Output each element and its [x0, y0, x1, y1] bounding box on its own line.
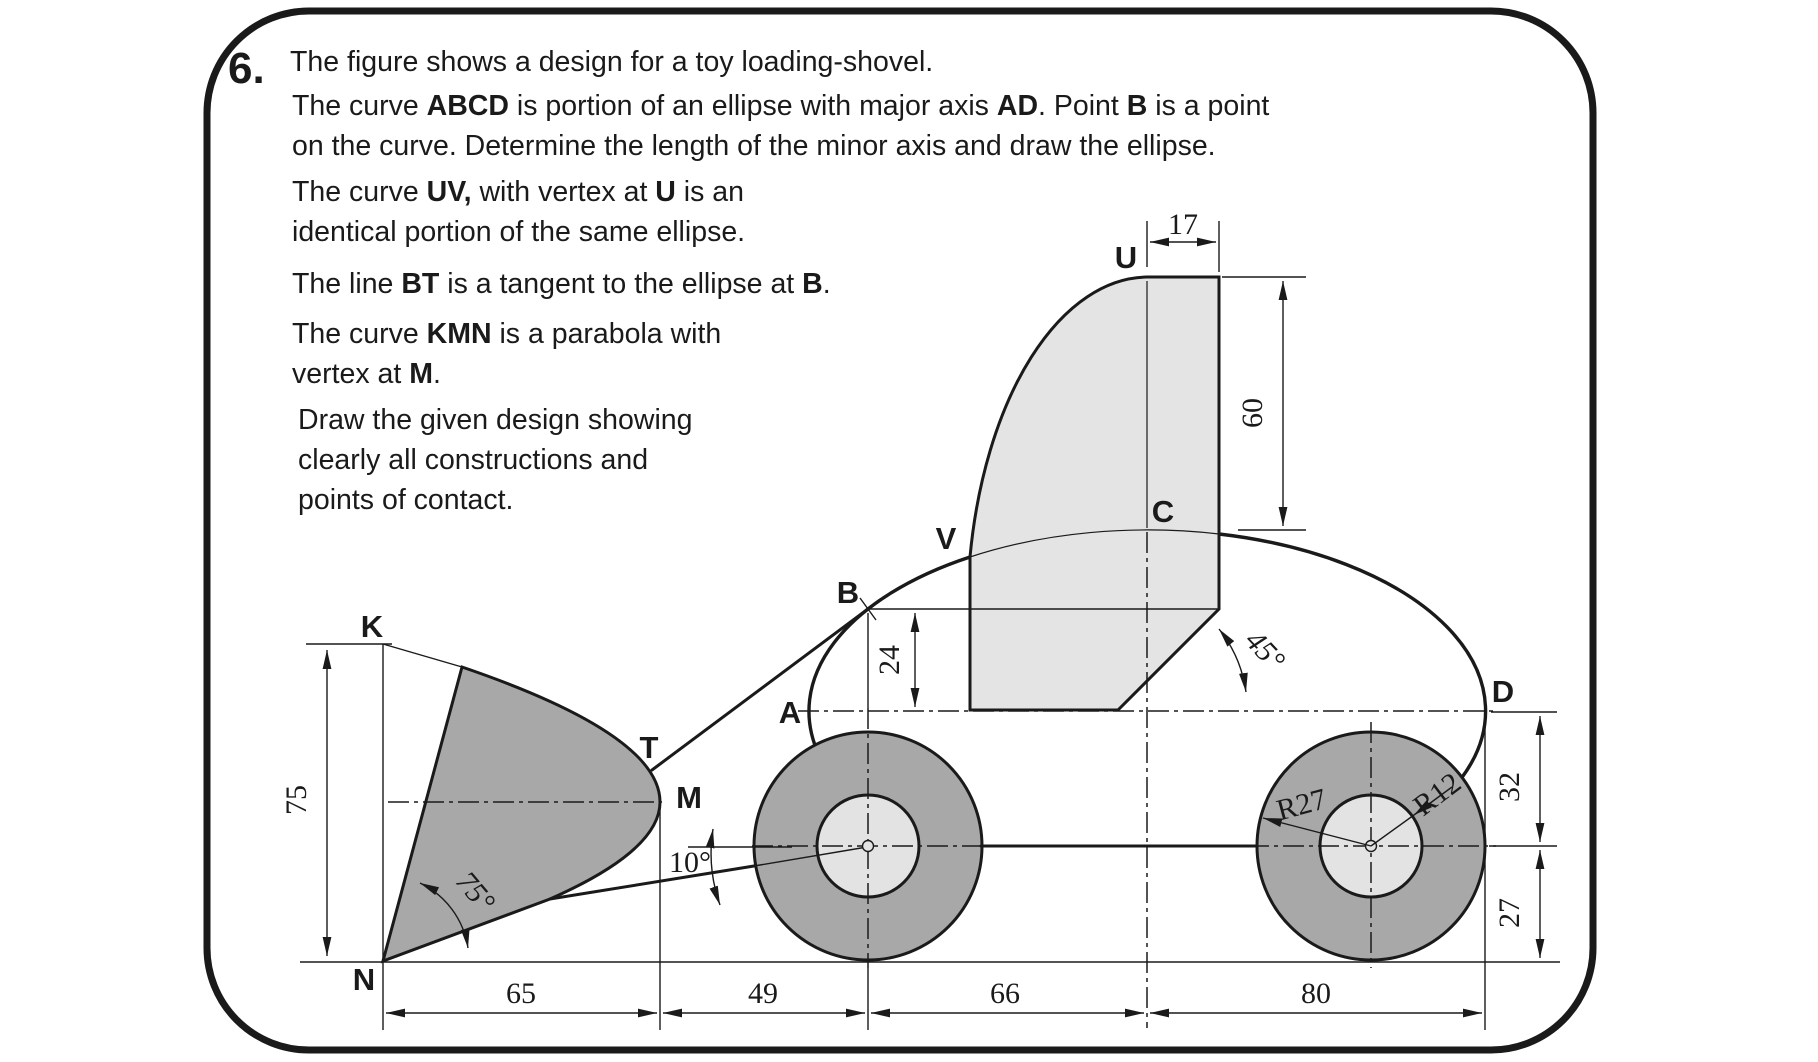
- angle-10-text: 10°: [669, 846, 711, 879]
- r12-leader: [1413, 786, 1453, 816]
- problem-number: 6.: [228, 44, 265, 93]
- ellipse-arc-right: [1217, 532, 1488, 782]
- ten-deg-arc: [705, 828, 721, 906]
- dim-24-text: 24: [873, 645, 906, 675]
- shovel-shape: [380, 665, 662, 964]
- cab-shape: [968, 275, 1221, 712]
- label-C: C: [1152, 494, 1174, 529]
- label-V: V: [936, 521, 957, 556]
- dim-17-text: 17: [1168, 208, 1198, 241]
- dim-66-text: 66: [990, 977, 1020, 1010]
- k-chord-line: [382, 643, 463, 668]
- ellipse-arc-thin-through-C: [969, 529, 1220, 558]
- label-D: D: [1492, 674, 1514, 709]
- shovel-arm-line-inside-wheel: [753, 846, 868, 867]
- tangent-bt: [650, 598, 882, 772]
- dim-80-text: 80: [1301, 977, 1331, 1010]
- dim-60-text: 60: [1236, 398, 1269, 428]
- dim-32-text: 32: [1493, 772, 1526, 802]
- angle-45-text: 45°: [1239, 624, 1292, 677]
- label-T: T: [640, 730, 659, 765]
- front-hub-centre: [861, 839, 875, 853]
- shovel-arm-line: [548, 864, 756, 901]
- dim-65-text: 65: [506, 977, 536, 1010]
- label-B: B: [837, 575, 859, 610]
- seventyfive-deg-arc: [419, 882, 470, 949]
- dim-49-text: 49: [748, 977, 778, 1010]
- label-N: N: [353, 962, 375, 997]
- r12-leader-inner: [1370, 814, 1415, 847]
- dim-27-text: 27: [1493, 898, 1526, 928]
- fortyfive-deg-arc: [1218, 628, 1248, 693]
- label-U: U: [1115, 240, 1137, 275]
- ellipse-arc-left: [807, 555, 972, 757]
- card-border: [203, 7, 1597, 1054]
- label-K: K: [361, 609, 384, 644]
- dim-75-text: 75: [280, 785, 313, 815]
- label-M: M: [676, 780, 702, 815]
- r27-leader: [1262, 817, 1372, 847]
- label-A: A: [779, 695, 801, 730]
